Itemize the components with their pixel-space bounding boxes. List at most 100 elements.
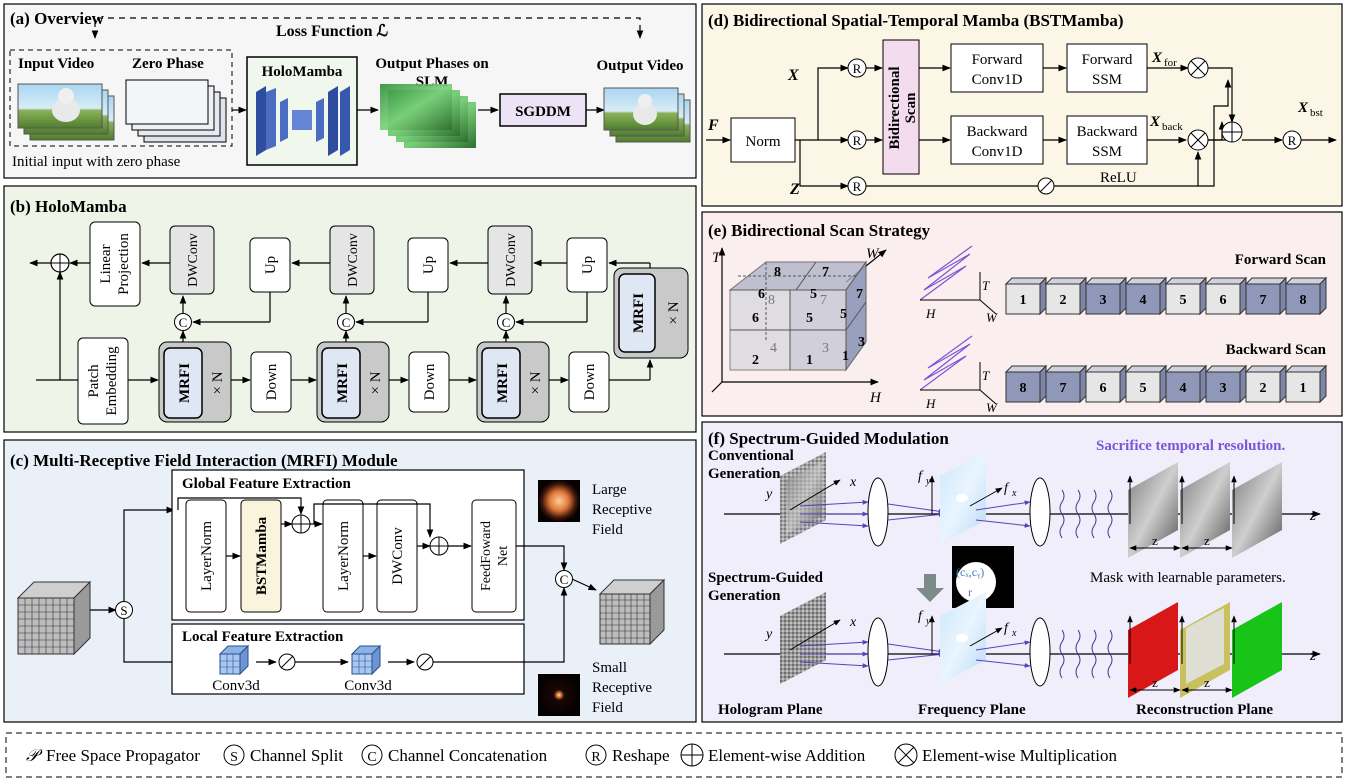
concat-symbol: C xyxy=(342,315,351,330)
output-phases-label: Output Phases on xyxy=(375,56,489,72)
forward-scan-cell-label: 4 xyxy=(1140,293,1147,308)
layernorm-label: LayerNorm xyxy=(336,521,352,591)
panel-holomamba: (b) HoloMamba Linear Projection Patch Em… xyxy=(4,186,696,432)
x-label: X xyxy=(787,67,799,84)
bwd-ssm-label: SSM xyxy=(1092,144,1122,160)
fwd-conv-label: Conv1D xyxy=(972,72,1023,88)
svg-text:y: y xyxy=(764,627,773,642)
backward-scan-cell-6: 6 xyxy=(1086,366,1126,402)
mrfi-label: MRFI xyxy=(335,363,351,403)
legend: 𝒫 Free Space Propagator S Channel Split … xyxy=(6,733,1342,777)
svg-text:7: 7 xyxy=(820,293,827,308)
svg-text:z: z xyxy=(1204,675,1210,690)
svg-text:6: 6 xyxy=(758,287,765,302)
net-label: Net xyxy=(496,546,511,566)
svg-text:T: T xyxy=(982,278,990,293)
down-label: Down xyxy=(422,363,438,400)
bwd-conv-label: Backward xyxy=(967,124,1028,140)
bstmamba-label: BSTMamba xyxy=(254,516,270,595)
x-for-label: X xyxy=(1151,50,1163,66)
forward-scan-cell-7: 7 xyxy=(1246,278,1286,314)
local-feature-label: Local Feature Extraction xyxy=(182,629,344,645)
backward-scan-cell-label: 8 xyxy=(1020,381,1027,396)
panel-d-title: (d) Bidirectional Spatial-Temporal Mamba… xyxy=(708,11,1124,30)
linear-label: Linear xyxy=(98,244,114,283)
legend-reshape: Reshape xyxy=(612,746,670,765)
times-n-label: × N xyxy=(368,371,384,394)
mask-params: (cₓ,cᵧ) xyxy=(956,565,984,579)
svg-text:8: 8 xyxy=(774,265,781,280)
dwconv-label: DWConv xyxy=(346,233,361,287)
x-bst-sub: bst xyxy=(1310,107,1323,119)
svg-text:5: 5 xyxy=(806,311,813,326)
legend-split: Channel Split xyxy=(250,746,343,765)
svg-text:x: x xyxy=(849,475,857,490)
output-video-frames xyxy=(604,88,690,142)
up-label: Up xyxy=(580,256,596,274)
forward-scan-cell-2: 2 xyxy=(1046,278,1086,314)
legend-mult: Element-wise Multiplication xyxy=(922,746,1117,765)
small-rf-label: Small xyxy=(592,660,627,676)
conv3d-cube-2 xyxy=(352,646,380,674)
projection-label: Projection xyxy=(116,233,132,295)
concat-symbol: C xyxy=(560,572,569,587)
loss-function-label: Loss Function ℒ xyxy=(276,23,388,40)
svg-text:5: 5 xyxy=(840,307,847,322)
conv3d-label: Conv3d xyxy=(212,678,260,694)
hologram-plane-label: Hologram Plane xyxy=(718,702,823,718)
up-label: Up xyxy=(263,256,279,274)
fwd-conv-label: Forward xyxy=(972,52,1023,68)
mrfi-label: MRFI xyxy=(177,363,193,403)
svg-text:T: T xyxy=(982,368,990,383)
svg-text:z: z xyxy=(1309,508,1316,524)
svg-text:z: z xyxy=(1309,648,1316,664)
sg-gen-label: Generation xyxy=(708,588,781,604)
dwconv-label: DWConv xyxy=(186,233,201,287)
backward-scan-cell-7: 7 xyxy=(1046,366,1086,402)
backward-scan-cell-4: 4 xyxy=(1166,366,1206,402)
norm-label: Norm xyxy=(746,134,781,150)
panel-spectrum-guided: (f) Spectrum-Guided Modulation Sacrifice… xyxy=(702,422,1342,722)
bwd-conv-label: Conv1D xyxy=(972,144,1023,160)
svg-text:4: 4 xyxy=(770,341,777,356)
input-video-frames xyxy=(18,84,114,140)
split-symbol: S xyxy=(120,603,127,618)
panel-b-title: (b) HoloMamba xyxy=(10,197,127,216)
backward-scan-cell-1: 1 xyxy=(1286,366,1326,402)
legend-split-symbol: S xyxy=(230,750,238,765)
reshape-symbol: R xyxy=(1288,133,1297,148)
svg-text:7: 7 xyxy=(822,265,829,280)
x-back-sub: back xyxy=(1162,121,1183,133)
f-label: F xyxy=(707,117,719,134)
times-n-label: × N xyxy=(528,371,544,394)
forward-scan-cell-3: 3 xyxy=(1086,278,1126,314)
backward-scan-cell-label: 2 xyxy=(1260,381,1267,396)
conv3d-cube-1 xyxy=(220,646,248,674)
svg-text:H: H xyxy=(925,396,936,411)
svg-text:W: W xyxy=(986,400,998,415)
global-feature-label: Global Feature Extraction xyxy=(182,476,352,492)
large-rf-label: Receptive xyxy=(592,502,652,518)
panel-c-title: (c) Multi-Receptive Field Interaction (M… xyxy=(10,451,398,470)
output-feature-cube xyxy=(600,580,664,644)
svg-text:x: x xyxy=(1011,488,1017,499)
initial-input-note: Initial input with zero phase xyxy=(12,154,181,170)
input-video-label: Input Video xyxy=(18,56,94,72)
svg-text:8: 8 xyxy=(768,293,775,308)
forward-scan-cell-6: 6 xyxy=(1206,278,1246,314)
forward-scan-cell-4: 4 xyxy=(1126,278,1166,314)
conv3d-label: Conv3d xyxy=(344,678,392,694)
panel-f-title: (f) Spectrum-Guided Modulation xyxy=(708,429,949,448)
svg-text:y: y xyxy=(925,476,931,487)
axis-w: W xyxy=(866,246,880,262)
sacrifice-label: Sacrifice temporal resolution. xyxy=(1096,438,1286,454)
svg-text:x: x xyxy=(1011,628,1017,639)
reconstruction-plane-label: Reconstruction Plane xyxy=(1136,702,1273,718)
sg-gen-label: Spectrum-Guided xyxy=(708,570,824,586)
svg-text:1: 1 xyxy=(806,353,813,368)
forward-scan-cell-label: 8 xyxy=(1300,293,1307,308)
backward-scan-cell-label: 4 xyxy=(1180,381,1187,396)
